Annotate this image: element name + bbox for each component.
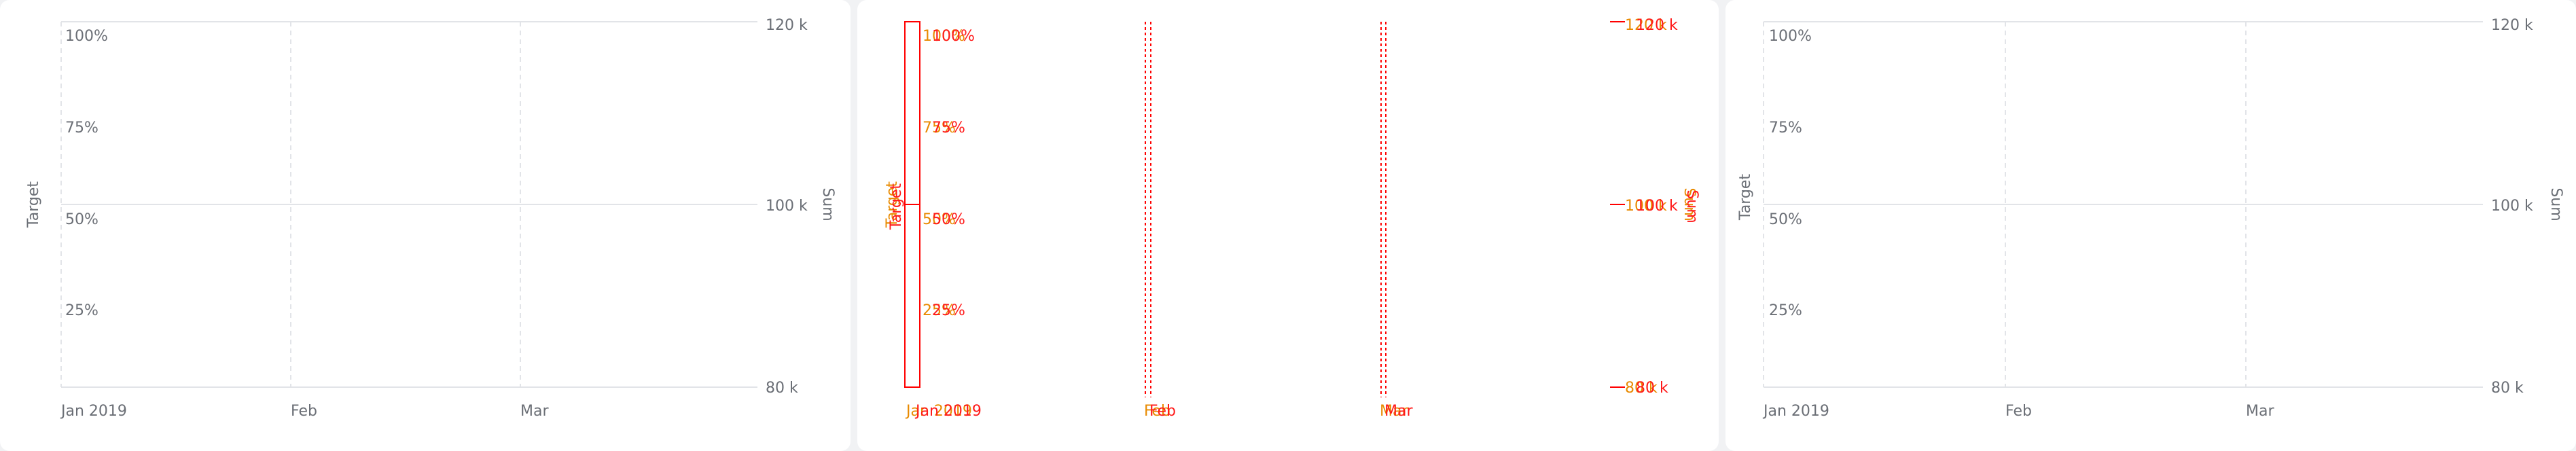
- chart-1-x-tick-0: Jan 2019: [60, 403, 127, 420]
- chart-3-left-tick-3: 25%: [1769, 302, 1802, 319]
- chart-1-svg: 100% 75% 50% 25% Target 120 k 100 k 80 k…: [25, 17, 836, 420]
- chart-2-right-tick-1: 100 k: [1625, 198, 1667, 215]
- chart-2-x-tick-2: Mar: [1380, 403, 1408, 420]
- chart-2-right-axis-title-echo: Sum: [1683, 190, 1700, 223]
- chart-2-left-tick-2-echo: 50%: [932, 211, 965, 228]
- chart-panel-2: 100% 100% 75% 75% 50% 50% 25% 25% Target…: [857, 0, 1719, 451]
- chart-1-x-tick-1: Feb: [291, 403, 317, 420]
- chart-2-x-tick-2-echo: Mar: [1384, 403, 1413, 420]
- chart-2-left-tick-1: 75%: [923, 120, 956, 137]
- chart-2-right-tick-0: 120 k: [1625, 17, 1667, 34]
- chart-3-right-tick-1: 100 k: [2491, 198, 2533, 215]
- chart-2-left-tick-2: 50%: [923, 211, 956, 228]
- chart-3-left-axis-title: Target: [1737, 174, 1754, 221]
- chart-3-x-tick-2: Mar: [2246, 403, 2274, 420]
- chart-2-svg: 100% 100% 75% 75% 50% 50% 25% 25% Target…: [884, 17, 1700, 420]
- chart-1-left-tick-0: 100%: [65, 28, 108, 45]
- chart-2-right-axis-title: Sum: [1681, 187, 1698, 221]
- chart-1-left-axis-title: Target: [25, 181, 42, 228]
- chart-1-right-tick-1: 100 k: [766, 198, 808, 215]
- chart-2-x-tick-0: Jan 2019: [905, 403, 972, 420]
- chart-3-right-axis-title: Sum: [2547, 187, 2564, 221]
- chart-3-x-tick-0: Jan 2019: [1762, 403, 1829, 420]
- chart-3-left-tick-0: 100%: [1769, 28, 1812, 45]
- chart-3-left-tick-2: 50%: [1769, 211, 1802, 228]
- chart-2-left-tick-3: 25%: [923, 302, 956, 319]
- chart-1-right-tick-0: 120 k: [766, 17, 808, 34]
- chart-1-left-tick-2: 50%: [65, 211, 99, 228]
- chart-2-left-tick-3-echo: 25%: [932, 302, 965, 319]
- chart-2-left-tick-0: 100%: [923, 28, 965, 45]
- chart-1-left-tick-1: 75%: [65, 120, 99, 137]
- chart-1-right-tick-2: 80 k: [766, 380, 798, 397]
- chart-2-right-tick-2: 80 k: [1625, 380, 1658, 397]
- chart-2-x-tick-1: Feb: [1144, 403, 1170, 420]
- chart-3-svg: 100% 75% 50% 25% Target 120 k 100 k 80 k…: [1737, 17, 2564, 420]
- chart-3-right-tick-2: 80 k: [2491, 380, 2524, 397]
- chart-1-left-tick-3: 25%: [65, 302, 99, 319]
- chart-2-right-tick-1-echo: 100 k: [1636, 198, 1678, 215]
- chart-2-left-tick-0-echo: 100%: [932, 28, 975, 45]
- chart-3-x-tick-1: Feb: [2005, 403, 2032, 420]
- chart-1-x-tick-2: Mar: [520, 403, 549, 420]
- chart-panel-3: 100% 75% 50% 25% Target 120 k 100 k 80 k…: [1725, 0, 2576, 451]
- chart-2-left-axis-title-echo: Target: [888, 183, 905, 230]
- chart-2-left-axis-title: Target: [884, 181, 901, 228]
- chart-3-left-tick-1: 75%: [1769, 120, 1802, 137]
- chart-2-x-tick-1-echo: Feb: [1149, 403, 1176, 420]
- chart-2-left-tick-1-echo: 75%: [932, 120, 965, 137]
- chart-2-x-tick-0-echo: Jan 2019: [914, 403, 982, 420]
- chart-3-right-tick-0: 120 k: [2491, 17, 2533, 34]
- chart-1-right-axis-title: Sum: [819, 187, 836, 221]
- chart-2-right-tick-0-echo: 120 k: [1636, 17, 1678, 34]
- chart-2-right-tick-2-echo: 80 k: [1636, 380, 1668, 397]
- chart-panel-1: 100% 75% 50% 25% Target 120 k 100 k 80 k…: [0, 0, 851, 451]
